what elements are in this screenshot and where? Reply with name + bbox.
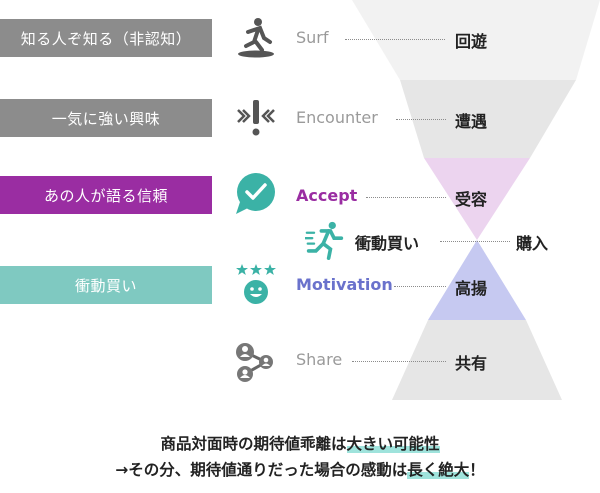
impulse-left-label: 衝動買い [355, 234, 420, 253]
footer-line-1-prefix: 商品対面時の期待値乖離は [160, 435, 347, 453]
footer-line-2-suffix: ！ [469, 461, 485, 479]
left-label-impulse: 衝動買い [0, 266, 212, 304]
footer-line-1: 商品対面時の期待値乖離は大きい可能性 [0, 432, 600, 454]
connector-motivation [394, 286, 446, 287]
funnel-top-encounter [400, 80, 576, 158]
funnel-bottom-share [392, 320, 562, 400]
connector-share [352, 361, 446, 362]
running-person-icon [305, 221, 344, 260]
surfer-icon [238, 18, 274, 58]
funnel-bottom-motivation [428, 240, 526, 320]
connector-accept [366, 197, 446, 198]
left-label-trust: あの人が語る信頼 [0, 176, 212, 214]
connector-surf [345, 39, 445, 40]
funnel-top-surf [352, 0, 600, 80]
check-bubble-icon [236, 173, 275, 214]
exclamation-icon [237, 100, 275, 136]
connector-impulse [440, 241, 510, 242]
funnel-top-accept [424, 158, 530, 240]
left-label-unknown: 知る人ぞ知る（非認知） [0, 19, 212, 57]
connector-encounter [396, 119, 446, 120]
left-label-interest: 一気に強い興味 [0, 99, 212, 137]
stage-jp-share: 共有 [455, 354, 488, 373]
stage-name-accept: Accept [296, 186, 358, 205]
stage-name-encounter: Encounter [296, 108, 378, 127]
footer-line-2-highlight: 長く絶大 [407, 461, 470, 479]
stage-jp-accept: 受容 [455, 190, 488, 209]
footer-line-1-highlight: 大きい可能性 [346, 435, 440, 453]
footer-line-2-prefix: →その分、期待値通りだった場合の感動は [115, 461, 408, 479]
stage-jp-encounter: 遭遇 [455, 112, 488, 131]
stage-name-motivation: Motivation [296, 275, 393, 294]
smiley-stars-icon [236, 264, 276, 304]
impulse-right-label: 購入 [516, 234, 549, 253]
share-network-icon [236, 343, 273, 382]
footer-line-2: →その分、期待値通りだった場合の感動は長く絶大！ [0, 458, 600, 480]
stage-jp-surf: 回遊 [455, 32, 488, 51]
stage-jp-motivation: 高揚 [455, 279, 488, 298]
stage-name-share: Share [296, 350, 343, 369]
stage-name-surf: Surf [296, 28, 329, 47]
